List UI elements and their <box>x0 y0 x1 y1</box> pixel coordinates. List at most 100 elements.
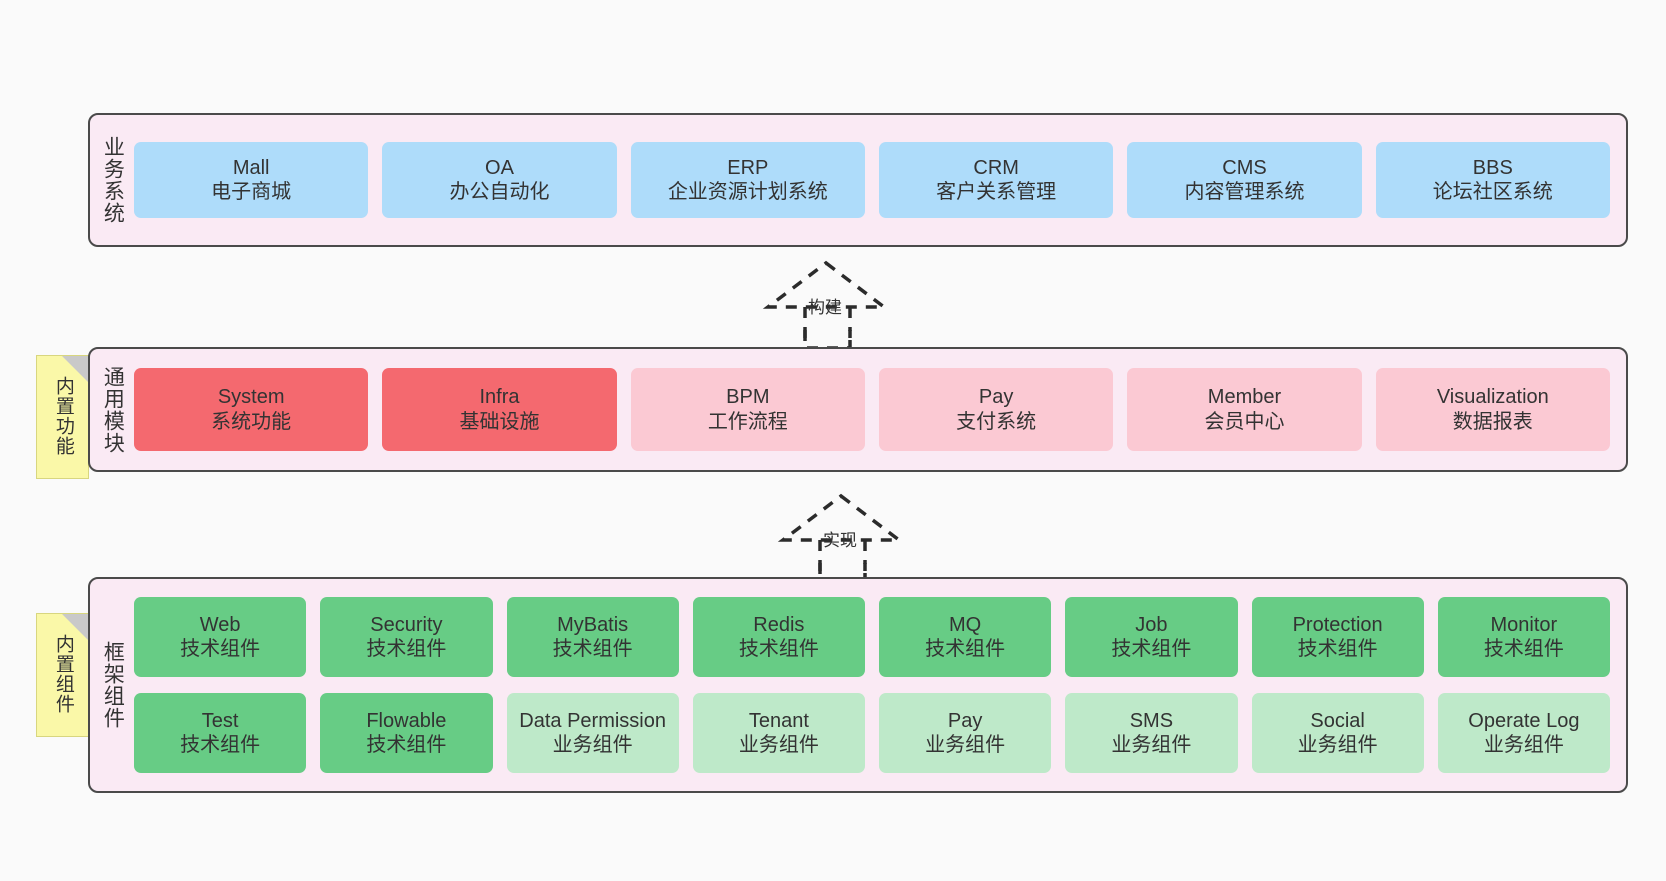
node-subtitle: 技术组件 <box>738 638 819 660</box>
node-erp[interactable]: ERP 企业资源计划系统 <box>630 142 865 218</box>
node-subtitle: 技术组件 <box>1483 638 1564 660</box>
node-data-permission[interactable]: Data Permission 业务组件 <box>506 693 679 773</box>
node-pay[interactable]: Pay 支付系统 <box>878 368 1114 451</box>
node-title: Web <box>199 613 241 636</box>
node-mybatis[interactable]: MyBatis 技术组件 <box>506 597 679 677</box>
note-builtin-component: 内置组件 <box>36 613 89 737</box>
layer-label-common-module: 通用模块 <box>101 365 125 454</box>
node-subtitle: 系统功能 <box>211 410 292 433</box>
node-subtitle: 业务组件 <box>738 734 819 756</box>
note-fold-corner-icon <box>62 356 88 382</box>
node-title: MyBatis <box>557 613 629 636</box>
node-flowable[interactable]: Flowable 技术组件 <box>320 693 493 773</box>
node-title: Pay <box>978 386 1014 409</box>
node-subtitle: 办公自动化 <box>449 181 550 203</box>
node-subtitle: 技术组件 <box>1297 638 1378 660</box>
connector-implement-label: 实现 <box>823 531 857 550</box>
node-title: System <box>217 386 285 409</box>
node-title: CMS <box>1222 156 1267 179</box>
node-subtitle: 业务组件 <box>1483 734 1564 756</box>
node-subtitle: 内容管理系统 <box>1184 181 1305 203</box>
layer-body-framework-component: Web 技术组件 Security 技术组件 MyBatis 技术组件 Redi… <box>134 579 1626 791</box>
note-builtin-function: 内置功能 <box>36 355 89 479</box>
layer-common-module: 通用模块 System 系统功能 Infra 基础设施 BPM 工作流程 Pay… <box>88 347 1628 472</box>
node-row: Test 技术组件 Flowable 技术组件 Data Permission … <box>134 693 1610 773</box>
layer-body-common-module: System 系统功能 Infra 基础设施 BPM 工作流程 Pay 支付系统… <box>134 349 1626 470</box>
node-subtitle: 业务组件 <box>1111 734 1192 756</box>
node-subtitle: 技术组件 <box>366 638 447 660</box>
node-title: Visualization <box>1436 386 1549 409</box>
node-title: Redis <box>753 613 805 636</box>
node-subtitle: 企业资源计划系统 <box>667 181 828 203</box>
node-sms[interactable]: SMS 业务组件 <box>1065 693 1238 773</box>
node-job[interactable]: Job 技术组件 <box>1065 597 1238 677</box>
node-title: SMS <box>1129 709 1174 732</box>
node-title: Data Permission <box>519 709 666 732</box>
node-subtitle: 基础设施 <box>459 410 540 433</box>
node-subtitle: 技术组件 <box>925 638 1006 660</box>
node-subtitle: 论坛社区系统 <box>1432 181 1553 203</box>
connector-build-label: 构建 <box>808 298 842 317</box>
node-crm[interactable]: CRM 客户关系管理 <box>878 142 1114 218</box>
node-title: BBS <box>1472 156 1513 179</box>
node-title: CRM <box>973 156 1019 179</box>
node-member[interactable]: Member 会员中心 <box>1127 368 1362 451</box>
node-title: ERP <box>727 156 769 179</box>
node-title: MQ <box>949 613 982 636</box>
node-infra[interactable]: Infra 基础设施 <box>382 368 617 451</box>
node-mq[interactable]: MQ 技术组件 <box>879 597 1052 677</box>
node-row: Web 技术组件 Security 技术组件 MyBatis 技术组件 Redi… <box>134 597 1610 677</box>
node-system[interactable]: System 系统功能 <box>134 368 369 451</box>
node-title: Monitor <box>1490 613 1558 636</box>
node-redis[interactable]: Redis 技术组件 <box>692 597 865 677</box>
connector-build-arrow <box>762 260 890 350</box>
layer-label-framework-component: 框架组件 <box>101 641 125 729</box>
node-subtitle: 数据报表 <box>1452 410 1533 433</box>
node-subtitle: 技术组件 <box>552 638 633 660</box>
node-test[interactable]: Test 技术组件 <box>134 693 307 773</box>
node-oa[interactable]: OA 办公自动化 <box>382 142 617 218</box>
note-fold-corner-icon <box>62 614 88 640</box>
node-subtitle: 业务组件 <box>1297 734 1378 756</box>
node-bbs[interactable]: BBS 论坛社区系统 <box>1375 142 1610 218</box>
node-row: System 系统功能 Infra 基础设施 BPM 工作流程 Pay 支付系统… <box>134 368 1610 451</box>
node-title: Social <box>1310 709 1365 732</box>
node-subtitle: 工作流程 <box>707 410 788 433</box>
node-subtitle: 技术组件 <box>1111 638 1192 660</box>
node-bpm[interactable]: BPM 工作流程 <box>630 368 865 451</box>
node-subtitle: 客户关系管理 <box>936 181 1057 203</box>
node-title: Pay <box>947 709 983 732</box>
node-mall[interactable]: Mall 电子商城 <box>134 142 369 218</box>
node-row: Mall 电子商城 OA 办公自动化 ERP 企业资源计划系统 CRM 客户关系… <box>134 142 1610 218</box>
note-text: 内置功能 <box>52 376 74 456</box>
node-title: Job <box>1135 613 1168 636</box>
layer-label-business-system: 业务系统 <box>101 136 125 224</box>
node-pay-component[interactable]: Pay 业务组件 <box>879 693 1052 773</box>
node-subtitle: 技术组件 <box>180 638 261 660</box>
layer-business-system: 业务系统 Mall 电子商城 OA 办公自动化 ERP 企业资源计划系统 CRM… <box>88 113 1628 247</box>
node-title: OA <box>485 156 514 179</box>
node-web[interactable]: Web 技术组件 <box>134 597 307 677</box>
node-title: BPM <box>726 386 770 409</box>
node-social[interactable]: Social 业务组件 <box>1251 693 1424 773</box>
node-monitor[interactable]: Monitor 技术组件 <box>1437 597 1610 677</box>
node-protection[interactable]: Protection 技术组件 <box>1251 597 1424 677</box>
node-title: Operate Log <box>1468 709 1580 732</box>
node-subtitle: 业务组件 <box>925 734 1006 756</box>
node-title: Infra <box>479 386 520 409</box>
node-title: Member <box>1207 386 1282 409</box>
node-subtitle: 电子商城 <box>211 181 292 203</box>
node-subtitle: 技术组件 <box>180 734 261 756</box>
node-tenant[interactable]: Tenant 业务组件 <box>692 693 865 773</box>
connector-implement-arrow <box>777 493 905 583</box>
node-operate-log[interactable]: Operate Log 业务组件 <box>1437 693 1610 773</box>
node-cms[interactable]: CMS 内容管理系统 <box>1127 142 1362 218</box>
note-text: 内置组件 <box>52 634 74 714</box>
node-security[interactable]: Security 技术组件 <box>320 597 493 677</box>
node-subtitle: 业务组件 <box>552 734 633 756</box>
node-title: Tenant <box>748 709 809 732</box>
node-title: Mall <box>232 156 270 179</box>
node-visualization[interactable]: Visualization 数据报表 <box>1375 368 1610 451</box>
layer-body-business-system: Mall 电子商城 OA 办公自动化 ERP 企业资源计划系统 CRM 客户关系… <box>134 115 1626 245</box>
